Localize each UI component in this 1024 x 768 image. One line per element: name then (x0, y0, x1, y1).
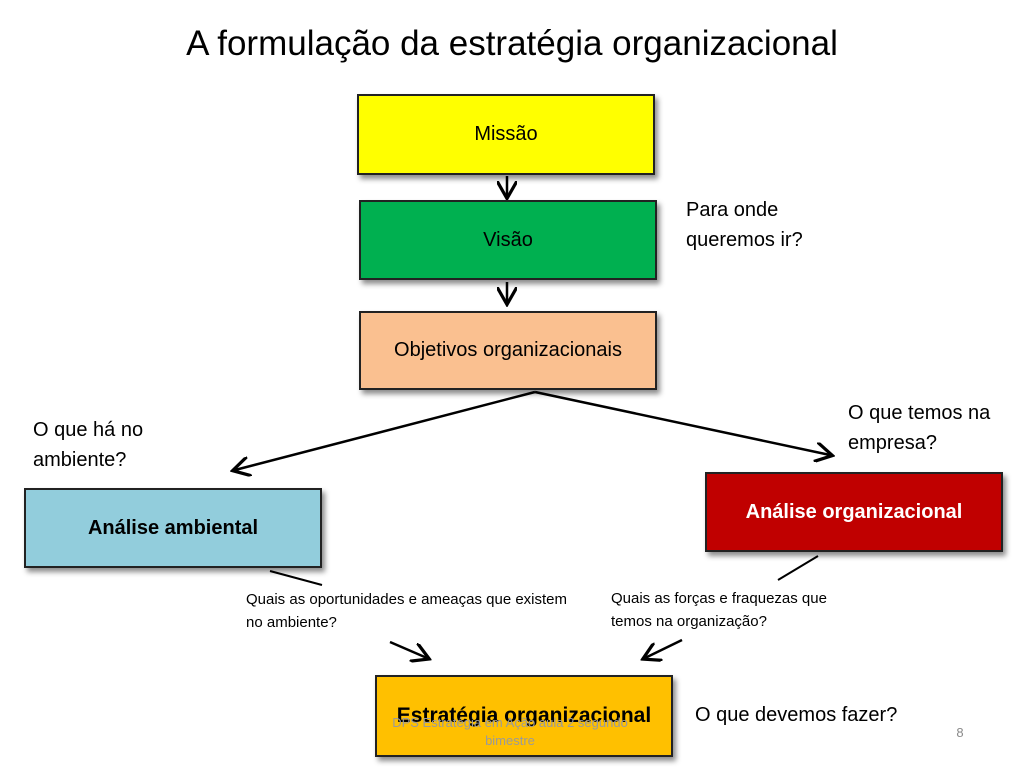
estrategia-box: Estratégia organizacional (375, 675, 673, 757)
line-organizacional-note (777, 555, 819, 581)
objetivos-label: Objetivos organizacionais (394, 339, 622, 361)
note-forcas: Quais as forças e fraquezas que temos na… (611, 590, 827, 630)
note-empresa: O que temos na empresa? (848, 402, 991, 454)
visao-box: Visão (359, 200, 657, 280)
arrow-oportunidades-estrategia (389, 640, 427, 658)
analise-organizacional-box: Análise organizacional (705, 472, 1003, 552)
missao-label: Missão (474, 123, 538, 145)
note-oportunidades: Quais as oportunidades e ameaças que exi… (246, 591, 568, 631)
line-ambiental-note (269, 570, 323, 586)
visao-label: Visão (483, 228, 533, 251)
missao-box: Missão (357, 94, 655, 175)
note-fazer: O que devemos fazer? (695, 704, 898, 726)
arrow-objetivos-organizacional (534, 390, 830, 455)
analise-ambiental-box: Análise ambiental (24, 488, 322, 568)
arrow-forcas-estrategia (645, 638, 683, 658)
analise-organizacional-label: Análise organizacional (745, 500, 963, 523)
note-ambiente: O que há no ambiente? (33, 419, 144, 471)
note-para-onde: Para onde queremos ir? (686, 199, 803, 251)
analise-ambiental-label: Análise ambiental (87, 516, 259, 539)
estrategia-label: Estratégia organizacional (396, 704, 652, 727)
slide-footer: DPS Estratégia em Ação aula 2 segundo bi… (392, 715, 628, 748)
page-number: 8 (956, 725, 964, 740)
slide-title: A formulação da estratégia organizaciona… (186, 24, 838, 63)
objetivos-box: Objetivos organizacionais (359, 311, 657, 390)
arrow-objetivos-ambiental (235, 390, 536, 470)
